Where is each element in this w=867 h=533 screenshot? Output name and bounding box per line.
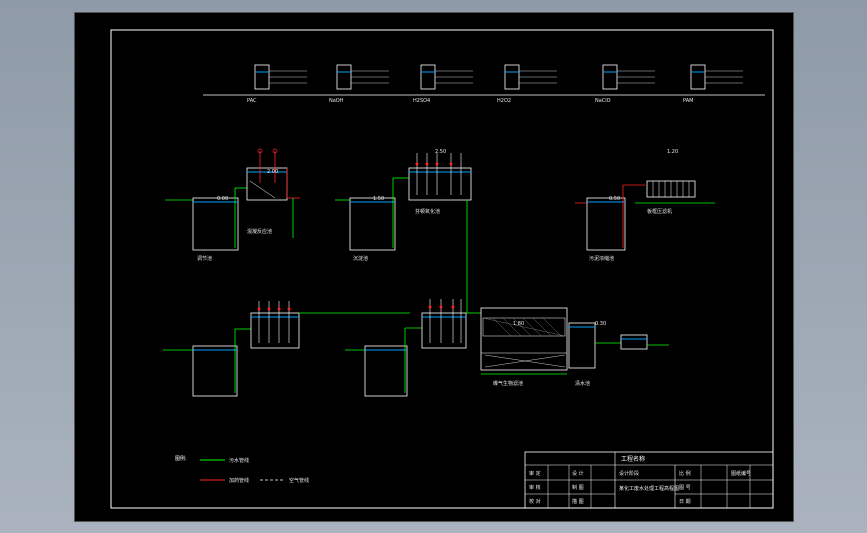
tb-date: 日 期 — [679, 499, 691, 505]
unit-labels: 调节池 0.00 混凝反应池 2.00 沉淀池 1.50 芬顿氧化池 2.50 曝气生物滤池 1.… — [197, 149, 678, 387]
elevation-label: 0.50 — [609, 196, 620, 202]
dosing-tank — [254, 64, 270, 90]
unit-adjustment-tank-2 — [163, 328, 251, 397]
unit-coagulation-reactor — [246, 148, 300, 238]
legend-title: 图例: — [175, 455, 187, 462]
unit-label: 板框压滤机 — [647, 208, 672, 215]
unit-reaction-tank-2 — [250, 301, 410, 349]
unit-label: 清水池 — [575, 380, 590, 387]
drawing-frame — [110, 29, 774, 509]
dosing-tank — [690, 64, 706, 90]
tb-r3c2: 描 图 — [572, 498, 584, 505]
elevation-label: 0.00 — [217, 196, 228, 202]
tb-drawing-num: 图 号 — [679, 485, 691, 491]
unit-biofilter — [466, 307, 568, 375]
title-block: 工程名称 审 定 设 计 审 核 制 图 校 对 描 图 设计阶段 某化工废水处… — [524, 451, 774, 509]
dosing-tanks: PAC NaOH H2SO4 H2O2 NaClO PAM — [247, 64, 743, 104]
chemical-label: NaOH — [329, 98, 344, 104]
chemical-label: PAC — [247, 98, 257, 104]
legend-item-dosing: 加药管线 — [229, 477, 249, 484]
unit-clear-water-tank — [568, 322, 669, 369]
elevation-label: 1.80 — [513, 321, 524, 327]
elevation-label: 1.50 — [373, 196, 384, 202]
chemical-label: H2SO4 — [413, 98, 430, 104]
unit-sludge-thickener — [575, 184, 645, 251]
tb-drawing-title: 某化工废水处理工程高程图 — [619, 485, 679, 492]
dosing-tank — [602, 64, 618, 90]
legend-item-air: 空气管线 — [289, 477, 309, 484]
legend-item-sewage: 污水管线 — [229, 457, 249, 464]
tb-r1c2: 设 计 — [572, 470, 584, 477]
elevation-label: 1.20 — [667, 149, 678, 155]
unit-label: 调节池 — [197, 255, 212, 262]
legend: 图例: 污水管线 加药管线 空气管线 — [175, 455, 309, 484]
tb-r2c1: 审 核 — [529, 484, 541, 491]
unit-label: 混凝反应池 — [247, 228, 272, 235]
unit-label: 曝气生物滤池 — [493, 380, 523, 387]
unit-sedimentation-tank-2 — [345, 327, 422, 397]
tb-r1c1: 审 定 — [529, 470, 541, 477]
elevation-drawing: PAC NaOH H2SO4 H2O2 NaClO PAM — [110, 29, 774, 509]
tb-stage: 设计阶段 — [619, 470, 639, 477]
unit-label: 沉淀池 — [353, 255, 368, 262]
tb-drawing-no: 图纸编号 — [731, 470, 751, 477]
unit-filter-press — [635, 180, 715, 204]
tb-r2c2: 制 图 — [572, 484, 584, 491]
unit-label: 污泥浓缩池 — [589, 255, 614, 262]
chemical-label: PAM — [683, 98, 693, 104]
unit-fenton-reactor-2 — [421, 299, 467, 349]
unit-adjustment-tank-1 — [165, 187, 247, 251]
dosing-tank — [420, 64, 436, 90]
elevation-label: 0.30 — [595, 321, 606, 327]
unit-sedimentation-tank-1 — [335, 177, 409, 251]
cad-viewport[interactable]: PAC NaOH H2SO4 H2O2 NaClO PAM — [74, 12, 794, 522]
dosing-tank — [504, 64, 520, 90]
tb-r3c1: 校 对 — [529, 498, 541, 505]
elevation-label: 2.00 — [267, 169, 278, 175]
project-name: 工程名称 — [621, 455, 645, 463]
chemical-label: H2O2 — [497, 98, 511, 104]
elevation-label: 2.50 — [435, 149, 446, 155]
unit-fenton-reactor-1 — [408, 153, 472, 313]
chemical-label: NaClO — [595, 98, 611, 104]
unit-label: 芬顿氧化池 — [415, 208, 440, 215]
dosing-tank — [336, 64, 352, 90]
tb-scale: 比 例 — [679, 470, 691, 477]
